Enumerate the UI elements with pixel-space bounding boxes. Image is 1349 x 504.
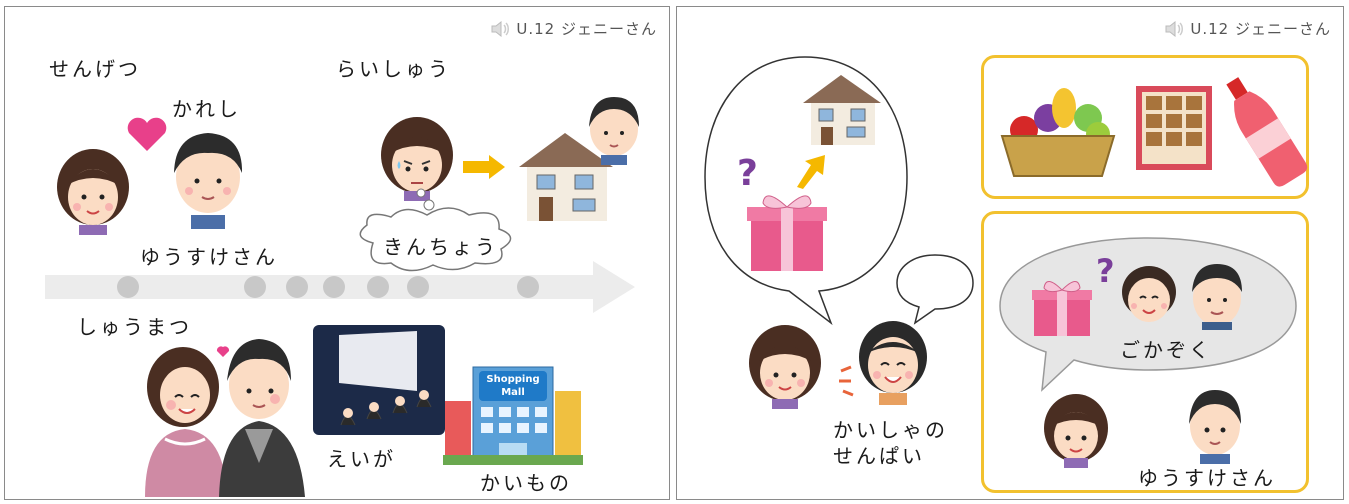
svg-text:?: ? <box>737 153 758 194</box>
bottle-icon <box>1226 77 1308 187</box>
gift-box-icon <box>747 195 827 271</box>
unit-header: U.12 ジェニーさん <box>490 18 657 39</box>
couple-date-icon <box>145 339 305 497</box>
label-shopping: かいもの <box>480 471 572 495</box>
left-slide-panel: U.12 ジェニーさん せんげつ かれし ゆうすけさん らいしゅう しゅうまつ … <box>4 6 670 500</box>
house-icon <box>519 133 613 221</box>
jenny-avatar-icon <box>1044 394 1108 468</box>
arrow-right-icon <box>463 155 505 179</box>
question-mark-icon: ? <box>737 153 758 194</box>
timeline-dot <box>367 276 389 298</box>
father-avatar-icon <box>1192 264 1242 330</box>
jenny-avatar-icon <box>749 325 821 409</box>
yusuke-avatar-icon <box>1189 390 1241 464</box>
gift-options-box <box>981 55 1309 199</box>
label-movie: えいが <box>327 447 396 471</box>
timeline-dot <box>517 276 539 298</box>
mother-avatar-icon <box>1122 266 1176 322</box>
nervous-woman-icon <box>381 117 453 201</box>
unit-header: U.12 ジェニーさん <box>1164 18 1331 39</box>
sweets-box-icon <box>1136 86 1212 170</box>
label-yusuke: ゆうすけさん <box>1138 466 1276 490</box>
family-box: ? ごかぞく <box>981 211 1309 493</box>
fruit-basket-icon <box>1000 88 1116 177</box>
timeline-dot <box>286 276 308 298</box>
thought-cloud-icon <box>359 188 512 272</box>
gift-box-icon <box>1032 281 1092 336</box>
timeline-dot <box>117 276 139 298</box>
label-nervous: きんちょう <box>383 235 498 259</box>
label-last-month: せんげつ <box>49 57 141 81</box>
movie-theater-icon <box>313 325 445 435</box>
timeline-dot <box>244 276 266 298</box>
unit-title: U.12 ジェニーさん <box>1190 20 1331 38</box>
speaker-icon[interactable] <box>1164 20 1184 37</box>
label-yusuke: ゆうすけさん <box>140 245 278 269</box>
woman-avatar-icon <box>57 149 129 235</box>
svg-text:?: ? <box>1096 252 1115 290</box>
speaker-icon[interactable] <box>490 20 510 37</box>
shopping-mall-icon: Shopping Mall <box>443 361 583 465</box>
senior-coworker-icon <box>839 321 927 405</box>
label-family: ごかぞく <box>1120 338 1212 362</box>
speech-bubble-small <box>896 254 974 325</box>
right-slide-panel: U.12 ジェニーさん ? <box>676 6 1344 500</box>
unit-title: U.12 ジェニーさん <box>516 20 657 38</box>
label-weekend: しゅうまつ <box>77 315 192 339</box>
label-boyfriend: かれし <box>172 97 241 121</box>
arrow-up-right-icon <box>797 155 825 189</box>
mall-sign: Shopping Mall <box>486 374 540 398</box>
question-mark-icon: ? <box>1096 252 1115 290</box>
man-avatar-icon <box>174 133 243 229</box>
label-senior: かいしゃの せんぱい <box>833 418 948 468</box>
label-next-week: らいしゅう <box>336 57 451 81</box>
timeline-dot <box>323 276 345 298</box>
timeline-dot <box>407 276 429 298</box>
house-icon <box>803 75 881 145</box>
yusuke-small-avatar-icon <box>589 97 639 165</box>
heart-icon <box>127 117 167 151</box>
